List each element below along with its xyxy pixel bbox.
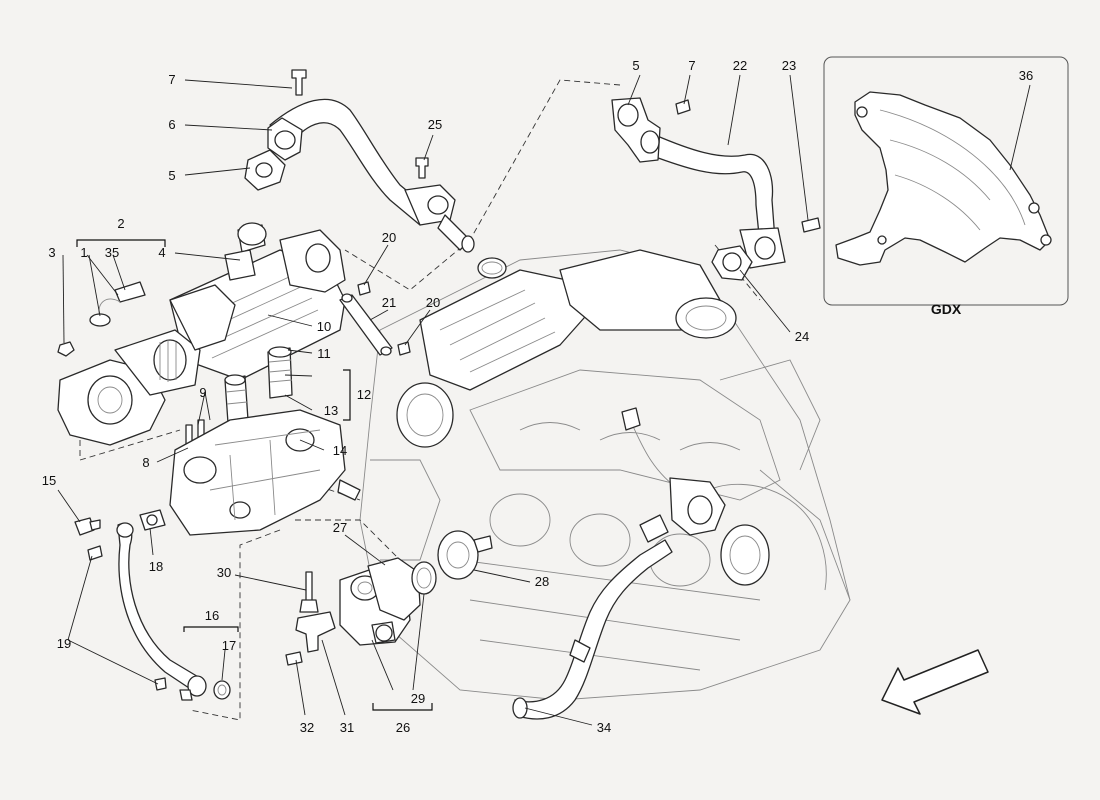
group-bracket-12 [343,369,351,421]
callout-1: 1 [80,245,87,260]
callout-7-right: 7 [688,58,695,73]
callout-8: 8 [142,455,149,470]
bolts-20 [357,281,411,356]
egr-cooler-10 [169,222,346,381]
sensor-harness [621,407,726,543]
callout-26: 26 [396,720,410,735]
callout-16: 16 [205,608,219,623]
callout-23: 23 [782,58,796,73]
bolt-7-right [675,99,691,115]
callout-12: 12 [357,387,371,402]
bolt-15 [74,517,101,536]
gasket-5-left [244,149,286,191]
pipe-34 [512,539,673,720]
bolt-23 [801,217,821,233]
callout-24: 24 [795,329,809,344]
callout-28: 28 [535,574,549,589]
hoses-11-13 [224,346,293,424]
nut-3 [57,341,75,357]
gdx-label: GDX [931,301,962,317]
callout-30: 30 [217,565,231,580]
callout-36: 36 [1019,68,1033,83]
seal-ring-pipe [477,257,507,279]
group-bracket-26 [372,703,433,711]
callout-7-left: 7 [168,72,175,87]
callout-5-right: 5 [632,58,639,73]
gdx-inset: GDX [823,56,1069,317]
callout-13: 13 [324,403,338,418]
callout-15: 15 [42,473,56,488]
callout-35: 35 [105,245,119,260]
callout-27: 27 [333,520,347,535]
callout-25: 25 [428,117,442,132]
bolt-25 [415,157,429,179]
callout-19: 19 [57,636,71,651]
callout-10: 10 [317,319,331,334]
stud-30 [299,571,319,613]
bolt-7-left [291,69,307,96]
callout-20-upper: 20 [382,230,396,245]
actuator-4 [224,249,256,281]
turbo-housing [57,284,236,446]
pipe-16 [116,522,207,701]
heat-shield-36 [835,91,1052,266]
callout-17: 17 [222,638,236,653]
callout-20-lower: 20 [426,295,440,310]
group-brackets [76,239,433,711]
callout-numbers: 7 6 5 2 3 1 35 4 5 7 22 23 36 25 20 21 2… [42,58,1033,735]
callout-29: 29 [411,691,425,706]
engine-block [359,249,851,701]
callout-9: 9 [199,385,206,400]
leader-lines [57,74,1031,726]
callout-6: 6 [168,117,175,132]
pipe-22 [611,97,786,269]
callout-3: 3 [48,245,55,260]
gasket-24 [711,245,753,281]
seal-29 [411,561,437,595]
callout-5-left: 5 [168,168,175,183]
pipe-6 [267,98,475,253]
pulley-28 [437,530,493,580]
seal-17 [213,680,231,700]
callout-18: 18 [149,559,163,574]
callout-2: 2 [117,216,124,231]
callout-21: 21 [382,295,396,310]
gasket-27 [367,557,421,621]
callout-22: 22 [733,58,747,73]
callout-32: 32 [300,720,314,735]
group-bracket-2 [76,239,166,247]
bracket-31 [295,611,336,653]
callout-4: 4 [158,245,165,260]
bracket-21 [339,293,393,356]
callout-34: 34 [597,720,611,735]
direction-arrow-icon [881,649,989,715]
bolt-32 [285,651,303,666]
callout-31: 31 [340,720,354,735]
callout-11: 11 [317,346,331,361]
callout-14: 14 [333,443,347,458]
group-bracket-16 [183,626,239,632]
gasket-18 [139,509,166,531]
